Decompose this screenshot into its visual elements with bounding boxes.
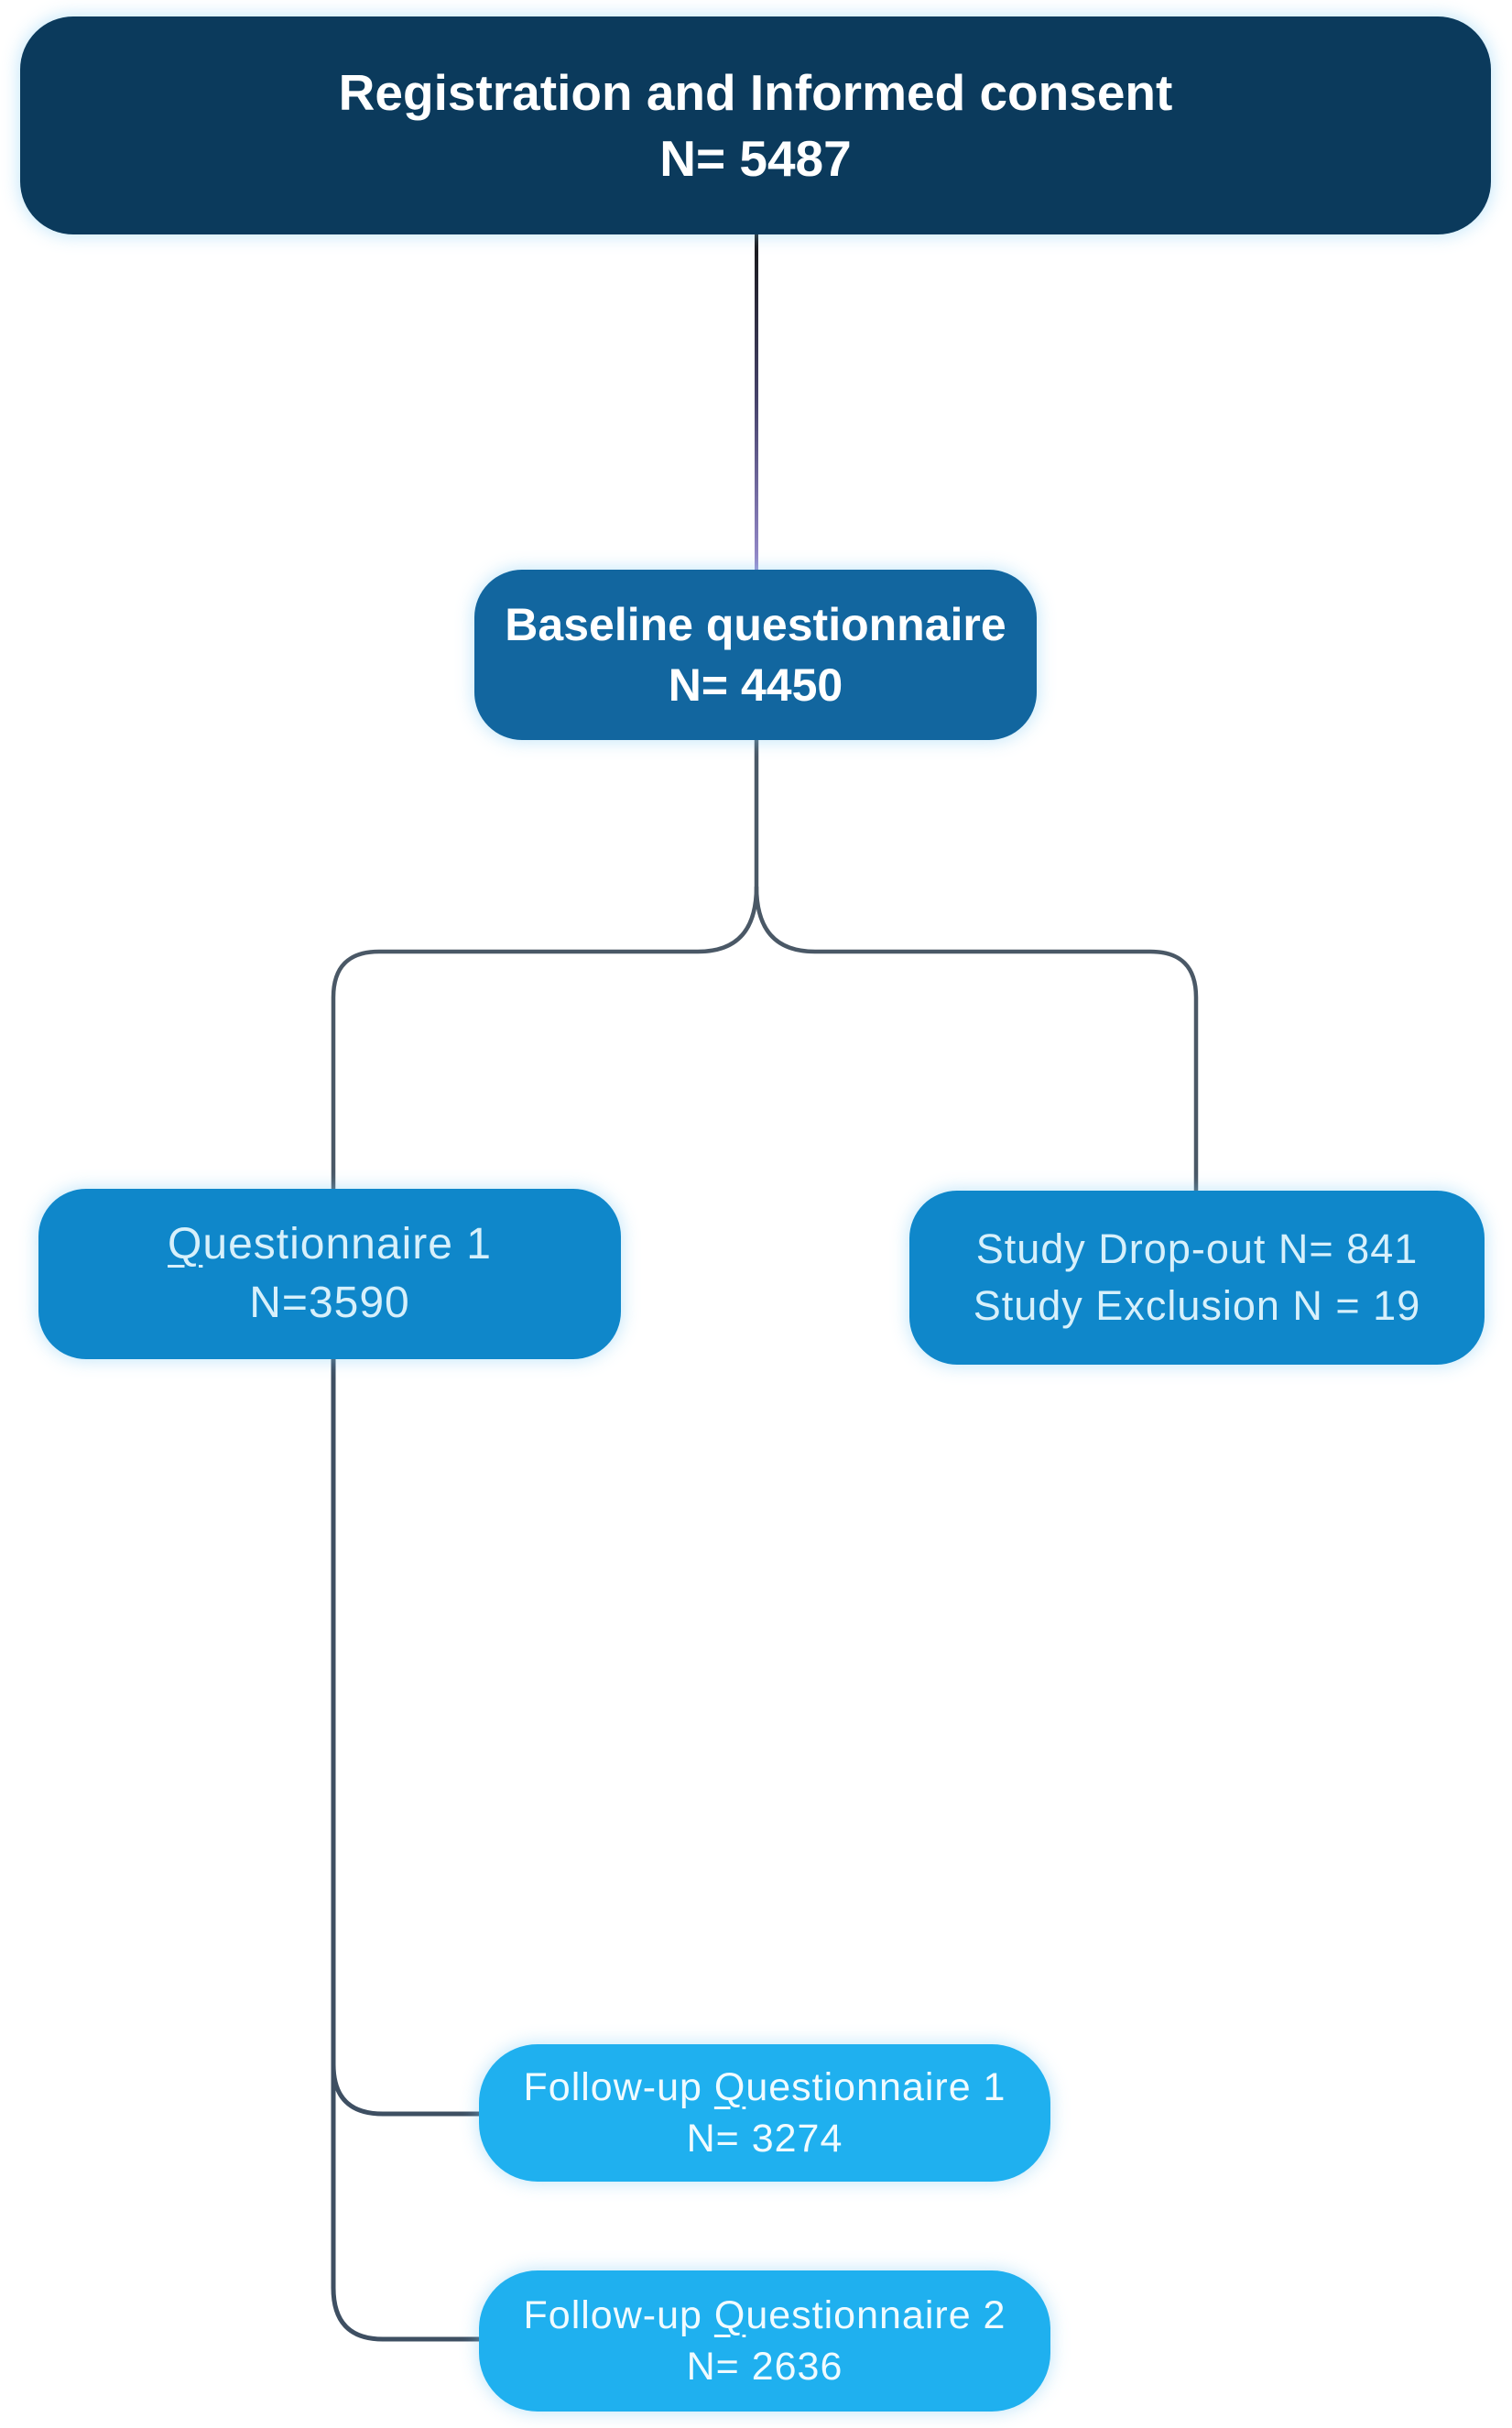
node-title-text: Registration and Informed consent <box>338 64 1173 121</box>
node-title: Questionnaire 1 <box>168 1215 492 1274</box>
node-title: Study Drop-out N= 841 <box>976 1221 1419 1278</box>
node-title-text: Follow-up <box>523 2293 714 2337</box>
node-title-underlined: Q <box>168 1220 203 1268</box>
connector-questionnaire1-to-followup1 <box>331 1357 483 2117</box>
node-title: Baseline questionnaire <box>505 594 1006 655</box>
node-title: Follow-up Questionnaire 1 <box>524 2062 1006 2113</box>
node-followup-questionnaire-2: Follow-up Questionnaire 2 N= 2636 <box>479 2270 1050 2412</box>
node-title-rest: uestionnaire 1 <box>202 1220 492 1268</box>
node-study-dropout-exclusion: Study Drop-out N= 841 Study Exclusion N … <box>909 1191 1485 1365</box>
node-title-text: Baseline questionnaire <box>505 599 1006 650</box>
connector-baseline-to-dropout <box>754 886 1199 1192</box>
node-title-text: Follow-up <box>523 2065 714 2109</box>
node-questionnaire-1: Questionnaire 1 N=3590 <box>38 1189 621 1359</box>
node-followup-questionnaire-1: Follow-up Questionnaire 1 N= 3274 <box>479 2044 1050 2182</box>
node-count: N= 4450 <box>668 659 843 711</box>
node-count: N= 3274 <box>686 2117 843 2161</box>
node-baseline-questionnaire: Baseline questionnaire N= 4450 <box>474 570 1037 740</box>
node-count: Study Exclusion N = 19 <box>973 1282 1421 1329</box>
connector-baseline-to-questionnaire1 <box>331 736 759 1192</box>
connector-questionnaire1-to-followup2 <box>331 2064 483 2342</box>
node-title-rest: uestionnaire 2 <box>745 2293 1006 2337</box>
node-title: Follow-up Questionnaire 2 <box>524 2290 1006 2341</box>
node-registration-consent: Registration and Informed consent N= 548… <box>20 16 1491 234</box>
node-title-rest: uestionnaire 1 <box>745 2065 1006 2109</box>
node-count: N= 5487 <box>659 130 852 187</box>
node-title-underlined: Q <box>713 2065 746 2109</box>
node-count: N= 2636 <box>686 2345 843 2389</box>
node-title-text: Study Drop-out N= 841 <box>975 1225 1419 1272</box>
node-title: Registration and Informed consent <box>339 60 1173 125</box>
node-count: N=3590 <box>249 1279 410 1327</box>
node-title-underlined: Q <box>713 2293 746 2337</box>
